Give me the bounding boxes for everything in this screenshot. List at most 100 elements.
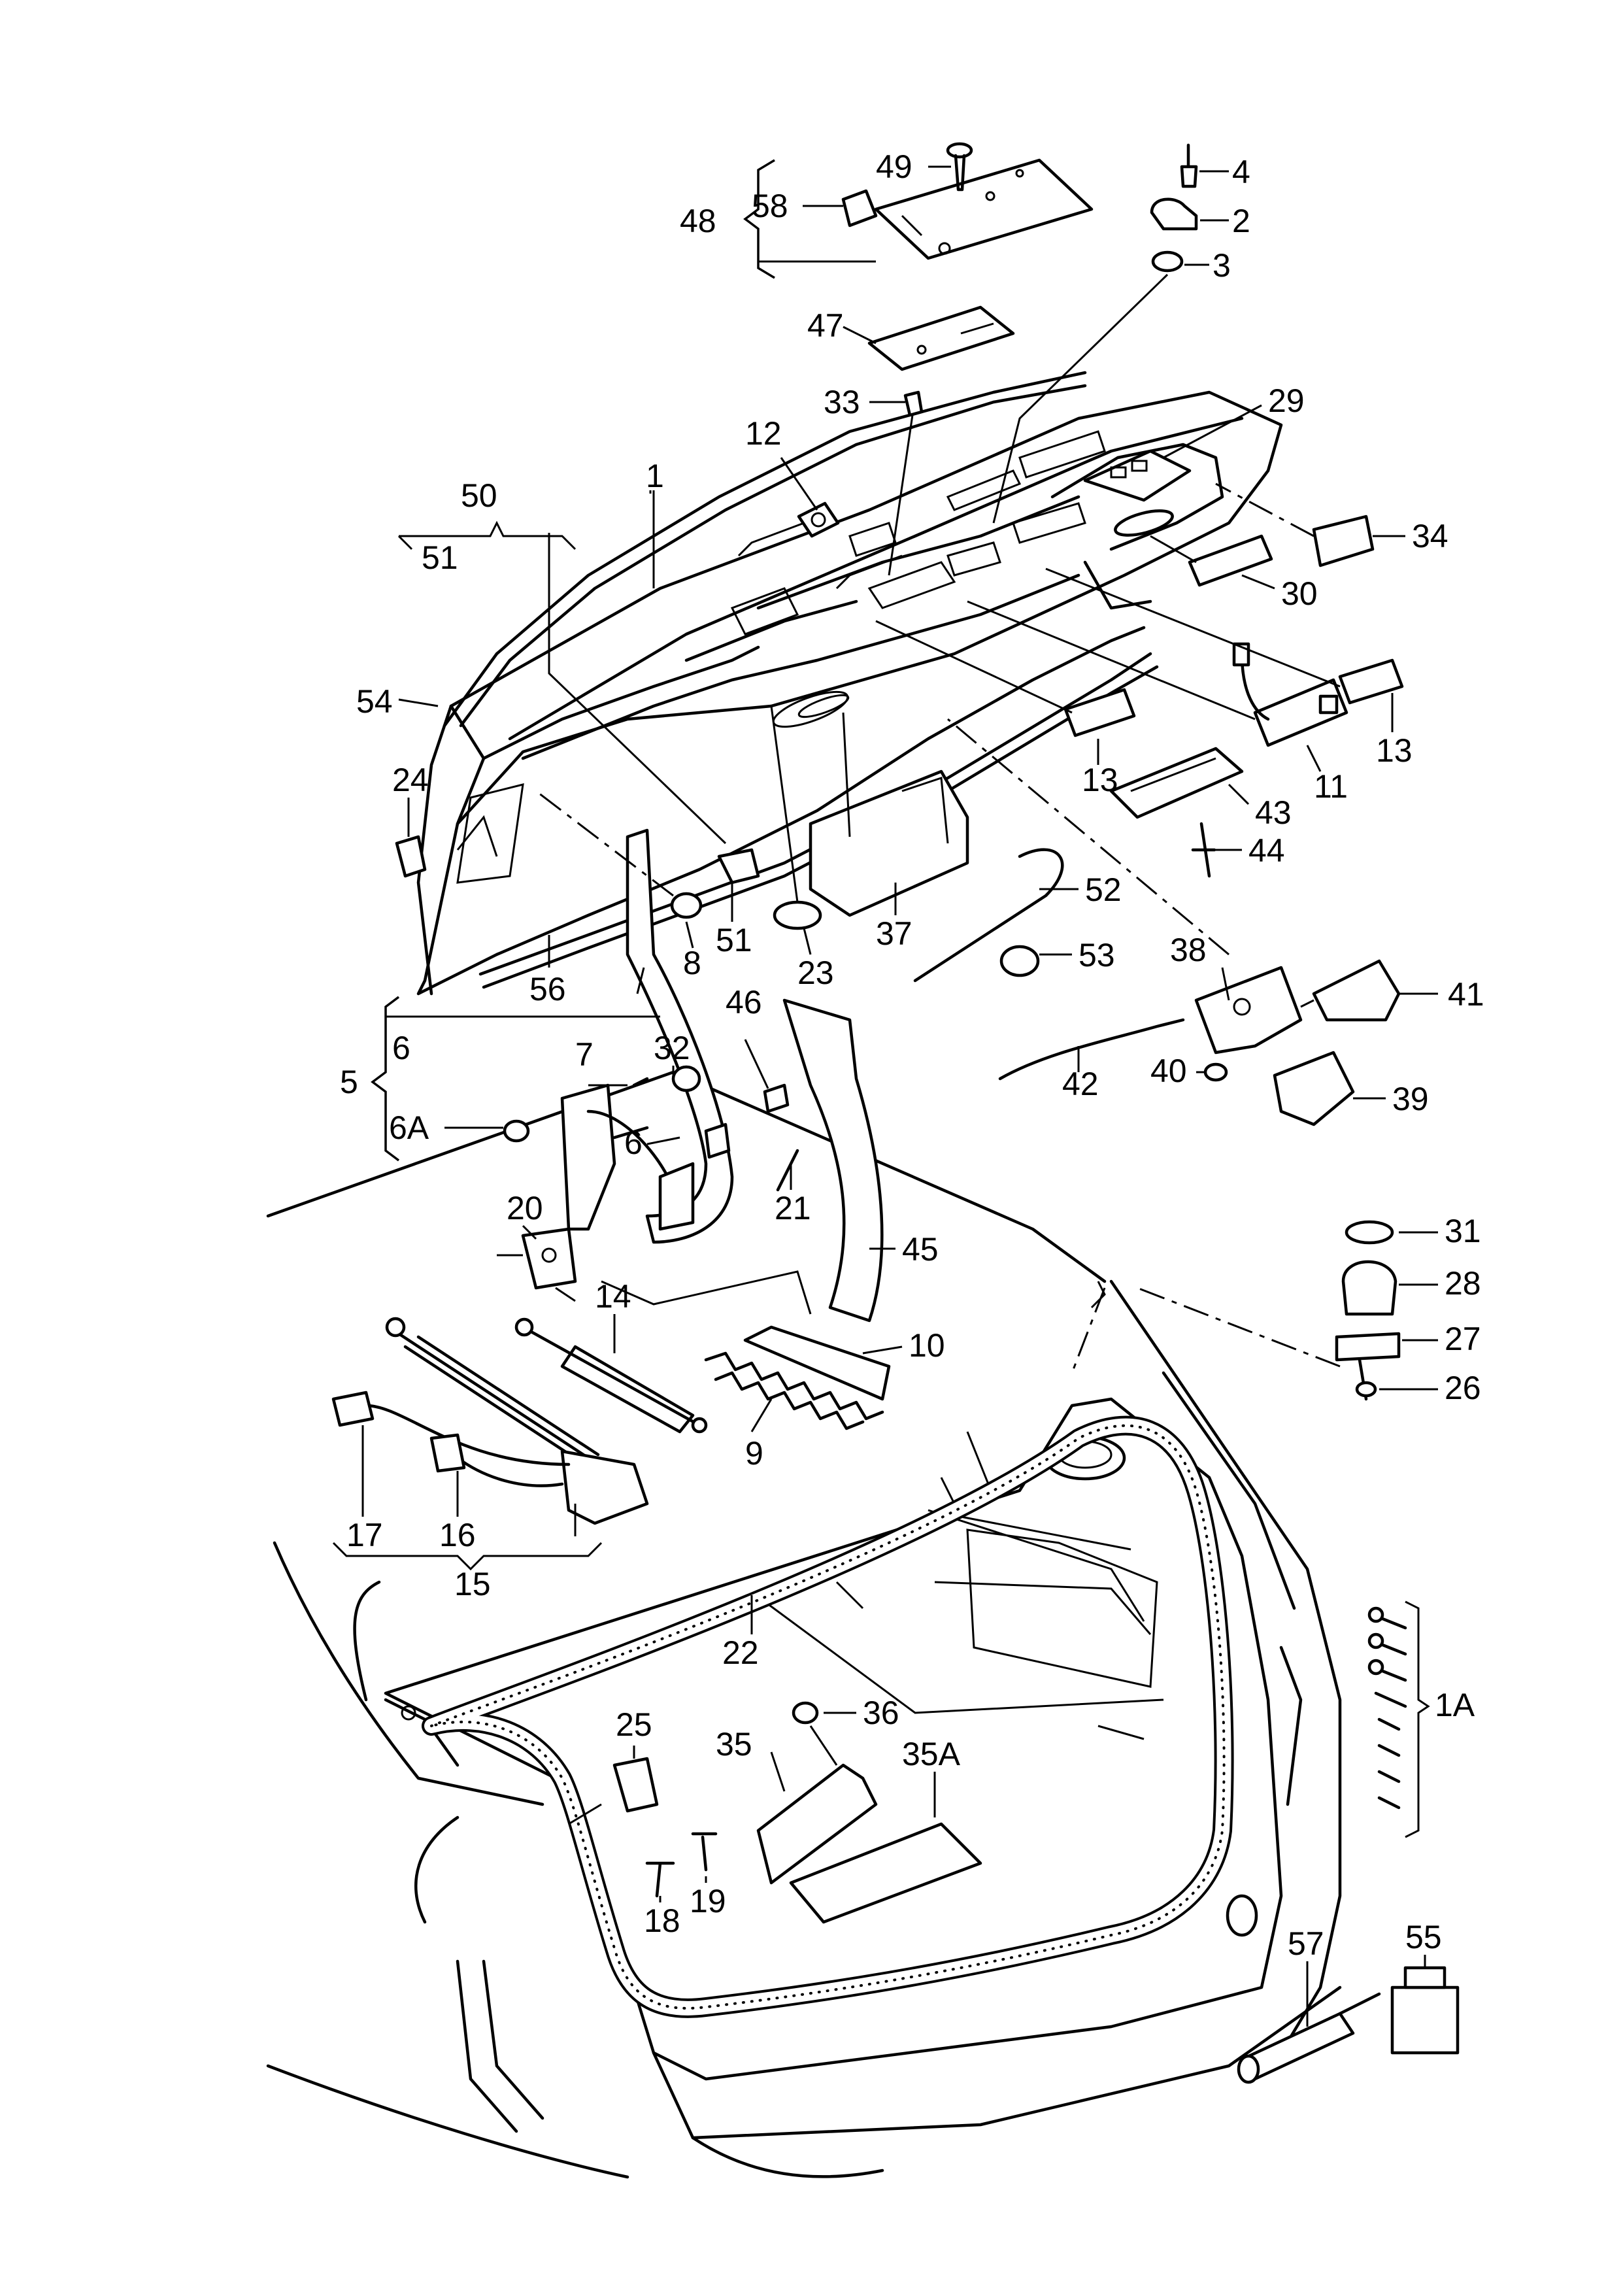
part-35-bracket — [756, 1763, 878, 1885]
part-12-stop — [797, 501, 840, 538]
callout-36: 36 — [863, 1695, 899, 1731]
part-53-button — [999, 945, 1040, 977]
part-16-connector — [429, 1433, 466, 1473]
part-14-strut — [514, 1317, 708, 1434]
part-45-bracket — [782, 998, 884, 1323]
part-58-clip — [841, 189, 878, 228]
callout-58: 58 — [752, 188, 788, 224]
part-1A-fasteners — [1367, 1606, 1407, 1810]
part-49-screw — [946, 142, 973, 192]
part-57-tube — [1237, 1992, 1381, 2084]
part-36-nut — [792, 1701, 819, 1725]
car-body-rear — [266, 1070, 1342, 2179]
callout-8: 8 — [683, 945, 701, 981]
part-55-bottle — [1390, 1966, 1460, 2055]
callout-26: 26 — [1445, 1370, 1481, 1406]
callout-51: 51 — [716, 922, 752, 958]
callout-40: 40 — [1150, 1053, 1187, 1089]
callout-18: 18 — [644, 1902, 680, 1939]
part-41-bracket — [1312, 959, 1401, 1022]
callout-24: 24 — [392, 762, 429, 798]
brace-5 — [371, 996, 400, 1162]
callout-53: 53 — [1079, 937, 1115, 973]
callout-14: 14 — [595, 1278, 631, 1315]
callout-54: 54 — [356, 683, 393, 720]
part-13-lamp-right — [1338, 658, 1404, 705]
callout-42: 42 — [1062, 1066, 1099, 1102]
part-35A-plate — [789, 1822, 982, 1924]
callout-52: 52 — [1085, 871, 1122, 908]
callout-32: 32 — [654, 1030, 690, 1066]
part-40-nut — [1203, 1062, 1228, 1082]
part-51-clip — [717, 848, 760, 885]
callout-4: 4 — [1232, 154, 1250, 190]
part-25-latch — [612, 1757, 659, 1813]
part-5-hinge-assembly — [503, 1065, 731, 1231]
callout-34: 34 — [1412, 518, 1448, 554]
callout-51-top: 51 — [422, 539, 458, 576]
callout-49: 49 — [876, 148, 912, 185]
part-43-handle — [1109, 747, 1244, 819]
callout-6A: 6A — [389, 1109, 429, 1146]
callout-11: 11 — [1314, 768, 1348, 805]
callout-31: 31 — [1445, 1213, 1481, 1249]
callout-28: 28 — [1445, 1265, 1481, 1302]
callout-2: 2 — [1232, 203, 1250, 239]
callout-23: 23 — [797, 954, 834, 991]
callout-10: 10 — [909, 1327, 945, 1364]
callout-6-small: 6 — [624, 1124, 643, 1161]
callout-17: 17 — [346, 1517, 383, 1553]
callout-35: 35 — [716, 1726, 752, 1763]
callout-6: 6 — [392, 1030, 410, 1066]
callout-13-right: 13 — [1376, 732, 1413, 769]
part-10-sleeve — [743, 1325, 891, 1401]
part-21-bolt — [776, 1149, 799, 1192]
callout-12: 12 — [745, 415, 782, 452]
callout-33: 33 — [824, 384, 860, 420]
callout-30: 30 — [1281, 575, 1318, 612]
callout-labels: 1 1A 2 3 4 5 6 6 6A 7 8 9 10 11 12 13 13… — [340, 148, 1484, 1962]
callout-3: 3 — [1213, 247, 1231, 284]
part-24-clip — [395, 835, 427, 878]
callout-56: 56 — [529, 971, 566, 1007]
callout-55: 55 — [1405, 1919, 1442, 1955]
part-46-clip — [763, 1083, 790, 1113]
part-42-cable — [998, 1018, 1185, 1081]
part-39-handle — [1273, 1051, 1355, 1126]
part-19-bolt — [691, 1832, 718, 1872]
callout-50: 50 — [461, 477, 497, 514]
trunk-seal-22 — [422, 1415, 1234, 2018]
callout-13-left: 13 — [1082, 762, 1118, 798]
part-44-bolt — [1191, 822, 1216, 878]
trunk-lid-1 — [416, 371, 1283, 996]
callout-47: 47 — [807, 307, 844, 344]
callout-7: 7 — [575, 1036, 594, 1073]
callout-41: 41 — [1448, 976, 1484, 1013]
part-18-bolt — [645, 1861, 675, 1898]
part-15-spindle — [364, 1317, 649, 1525]
callout-25: 25 — [616, 1706, 652, 1743]
part-23-grommet — [773, 900, 822, 930]
callout-38: 38 — [1170, 932, 1207, 968]
callout-1A: 1A — [1435, 1687, 1475, 1723]
brace-48 — [743, 159, 775, 279]
part-37-cover — [809, 769, 969, 917]
callout-43: 43 — [1255, 794, 1292, 831]
part-11-switch — [1232, 642, 1348, 747]
callout-57: 57 — [1288, 1925, 1324, 1962]
part-20-bracket — [521, 1227, 577, 1290]
part-13-lamp-left — [1063, 688, 1136, 737]
callout-1: 1 — [646, 458, 664, 494]
callout-15: 15 — [454, 1566, 491, 1602]
callout-29: 29 — [1268, 382, 1305, 419]
part-38-lock — [1194, 966, 1303, 1055]
part-9-spring — [704, 1351, 884, 1430]
callout-20: 20 — [507, 1190, 543, 1226]
part-29-bracket — [1083, 449, 1192, 502]
part-34-lamp — [1312, 515, 1375, 567]
callout-9: 9 — [745, 1435, 763, 1472]
callout-19: 19 — [690, 1883, 726, 1919]
part-47-48-plate — [867, 158, 1094, 371]
callout-27: 27 — [1445, 1321, 1481, 1357]
